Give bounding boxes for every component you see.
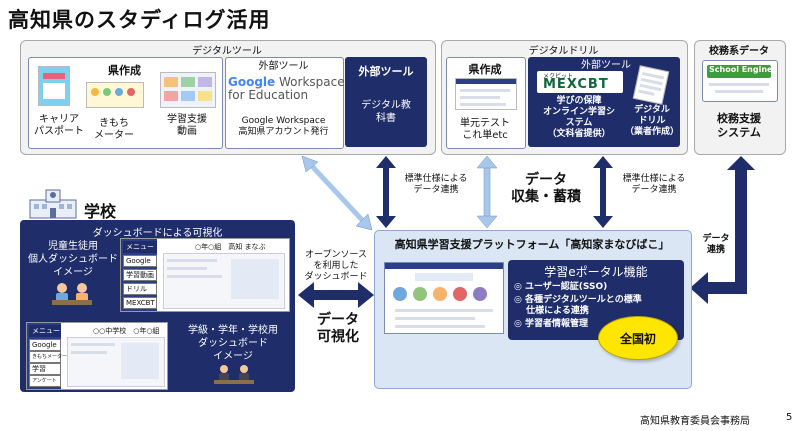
e-portal-feature-learner-info: ◎ 学習者情報管理 xyxy=(514,319,588,329)
student-menu-item: ドリル xyxy=(123,283,157,295)
support-video-label: 学習支援 動画 xyxy=(167,114,207,137)
career-passport-thumbnail xyxy=(38,66,70,106)
workspace-wordmark: Workspace xyxy=(279,75,345,89)
e-portal-feature-standard-link: ◎ 各種デジタルツールとの標準 仕様による連携 xyxy=(514,295,642,316)
digital-drill-label: デジタルドリル xyxy=(528,46,599,57)
education-wordmark: for Education xyxy=(228,88,309,102)
class-menu-item: Google xyxy=(29,339,61,351)
teachers-icon xyxy=(212,364,256,386)
student-menu-item: 学習動画 xyxy=(123,269,157,281)
school-building-icon xyxy=(28,188,78,220)
page-title: 高知県のスタディログ活用 xyxy=(8,8,271,32)
e-portal-title: 学習eポータル機能 xyxy=(544,265,648,279)
diagonal-link-arrow xyxy=(301,155,373,231)
platform-portal-screenshot xyxy=(384,262,504,334)
support-video-thumbnail xyxy=(160,72,216,108)
standard-link-arrow-right xyxy=(593,156,613,228)
student-dashboard-mock: メニュー Google 学習動画 ドリル MEXCBT ○年○組 高知 まなぶ xyxy=(120,238,290,312)
school-engine-logo-card: School Engine xyxy=(702,60,778,102)
mexcbt-wordmark: MEXCBT xyxy=(543,77,609,92)
school-label: 学校 xyxy=(84,202,117,221)
unit-test-thumbnail xyxy=(455,78,517,110)
mexcbt-caption: 学びの保障 オンライン学習シ ステム （文科省提供） xyxy=(542,96,615,139)
dashboard-link-arrow xyxy=(298,282,374,308)
google-workspace-logo: Google Workspace for Education xyxy=(228,75,345,112)
feeling-meter-label: きもち メーター xyxy=(94,118,134,141)
admin-data-label: 校務系データ xyxy=(709,46,769,57)
school-dashboard-title: ダッシュボードによる可視化 xyxy=(92,228,223,239)
student-menu-header: メニュー xyxy=(123,241,157,253)
class-menu-header: メニュー xyxy=(29,325,61,337)
class-dashboard-heading: ○○中学校 ○年○組 xyxy=(93,327,160,335)
page-number: 5 xyxy=(786,412,793,423)
learning-platform-title: 高知県学習支援プラットフォーム「高知家まなびばこ」 xyxy=(394,238,670,251)
collect-arrow-center xyxy=(476,155,498,229)
mexcbt-logo: メクビット MEXCBT xyxy=(537,71,623,93)
google-workspace-title: 外部ツール xyxy=(258,61,309,72)
standard-link-label-left: 標準仕様による データ連携 xyxy=(404,174,468,195)
google-wordmark: Google xyxy=(228,75,276,89)
google-workspace-card xyxy=(225,57,344,149)
mexcbt-small-text: メクビット xyxy=(543,73,574,80)
admin-system-caption: 校務支援 システム xyxy=(717,112,761,139)
unit-test-caption: 単元テスト これ単etc xyxy=(460,118,510,141)
visualize-label: データ 可視化 xyxy=(317,312,359,345)
school-engine-wordmark: School Engine xyxy=(709,65,773,74)
oss-dashboard-label: オープンソース を利用した ダッシュボード xyxy=(304,250,368,282)
digital-textbook-card xyxy=(345,57,427,147)
class-dashboard-caption: 学級・学年・学校用 ダッシュボード イメージ xyxy=(188,325,278,362)
admin-link-arrow xyxy=(690,156,755,304)
prefecture-tools-title: 県作成 xyxy=(108,64,141,77)
feeling-meter-thumbnail xyxy=(86,82,144,108)
external-drill-title: 外部ツール xyxy=(581,60,631,71)
digital-tools-label: デジタルツール xyxy=(192,46,262,57)
students-icon xyxy=(50,282,94,306)
standard-link-arrow-left xyxy=(376,156,396,228)
class-menu-item: きもちメーター xyxy=(29,351,67,363)
prefecture-drill-title: 県作成 xyxy=(468,63,502,76)
admin-link-label: データ 連携 xyxy=(702,234,730,255)
google-workspace-caption: Google Workspace 高知県アカウント発行 xyxy=(238,116,329,137)
digital-textbook-title: 外部ツール xyxy=(358,65,414,78)
class-dashboard-mock: メニュー Google きもちメーター 学習 アンケート ○○中学校 ○年○組 xyxy=(26,322,168,390)
digital-textbook-caption: デジタル教 科書 xyxy=(361,100,411,124)
footer-org: 高知県教育委員会事務局 xyxy=(640,416,750,427)
student-dashboard-heading: ○年○組 高知 まなぶ xyxy=(195,243,266,251)
vendor-drill-caption: デジタル ドリル （業者作成） xyxy=(624,105,679,137)
standard-link-label-right: 標準仕様による データ連携 xyxy=(622,174,686,195)
student-menu-item: MEXCBT xyxy=(123,297,157,309)
career-passport-label: キャリア パスポート xyxy=(34,114,84,137)
class-menu-item: 学習 xyxy=(29,363,61,375)
first-in-nation-badge: 全国初 xyxy=(598,316,678,360)
student-dashboard-caption: 児童生徒用 個人ダッシュボード イメージ xyxy=(28,241,118,278)
class-menu-item: アンケート xyxy=(29,375,61,387)
student-menu-item: Google xyxy=(123,255,157,267)
e-portal-feature-sso: ◎ ユーザー認証(SSO) xyxy=(514,282,608,292)
collect-label: データ 収集・蓄積 xyxy=(511,172,581,205)
